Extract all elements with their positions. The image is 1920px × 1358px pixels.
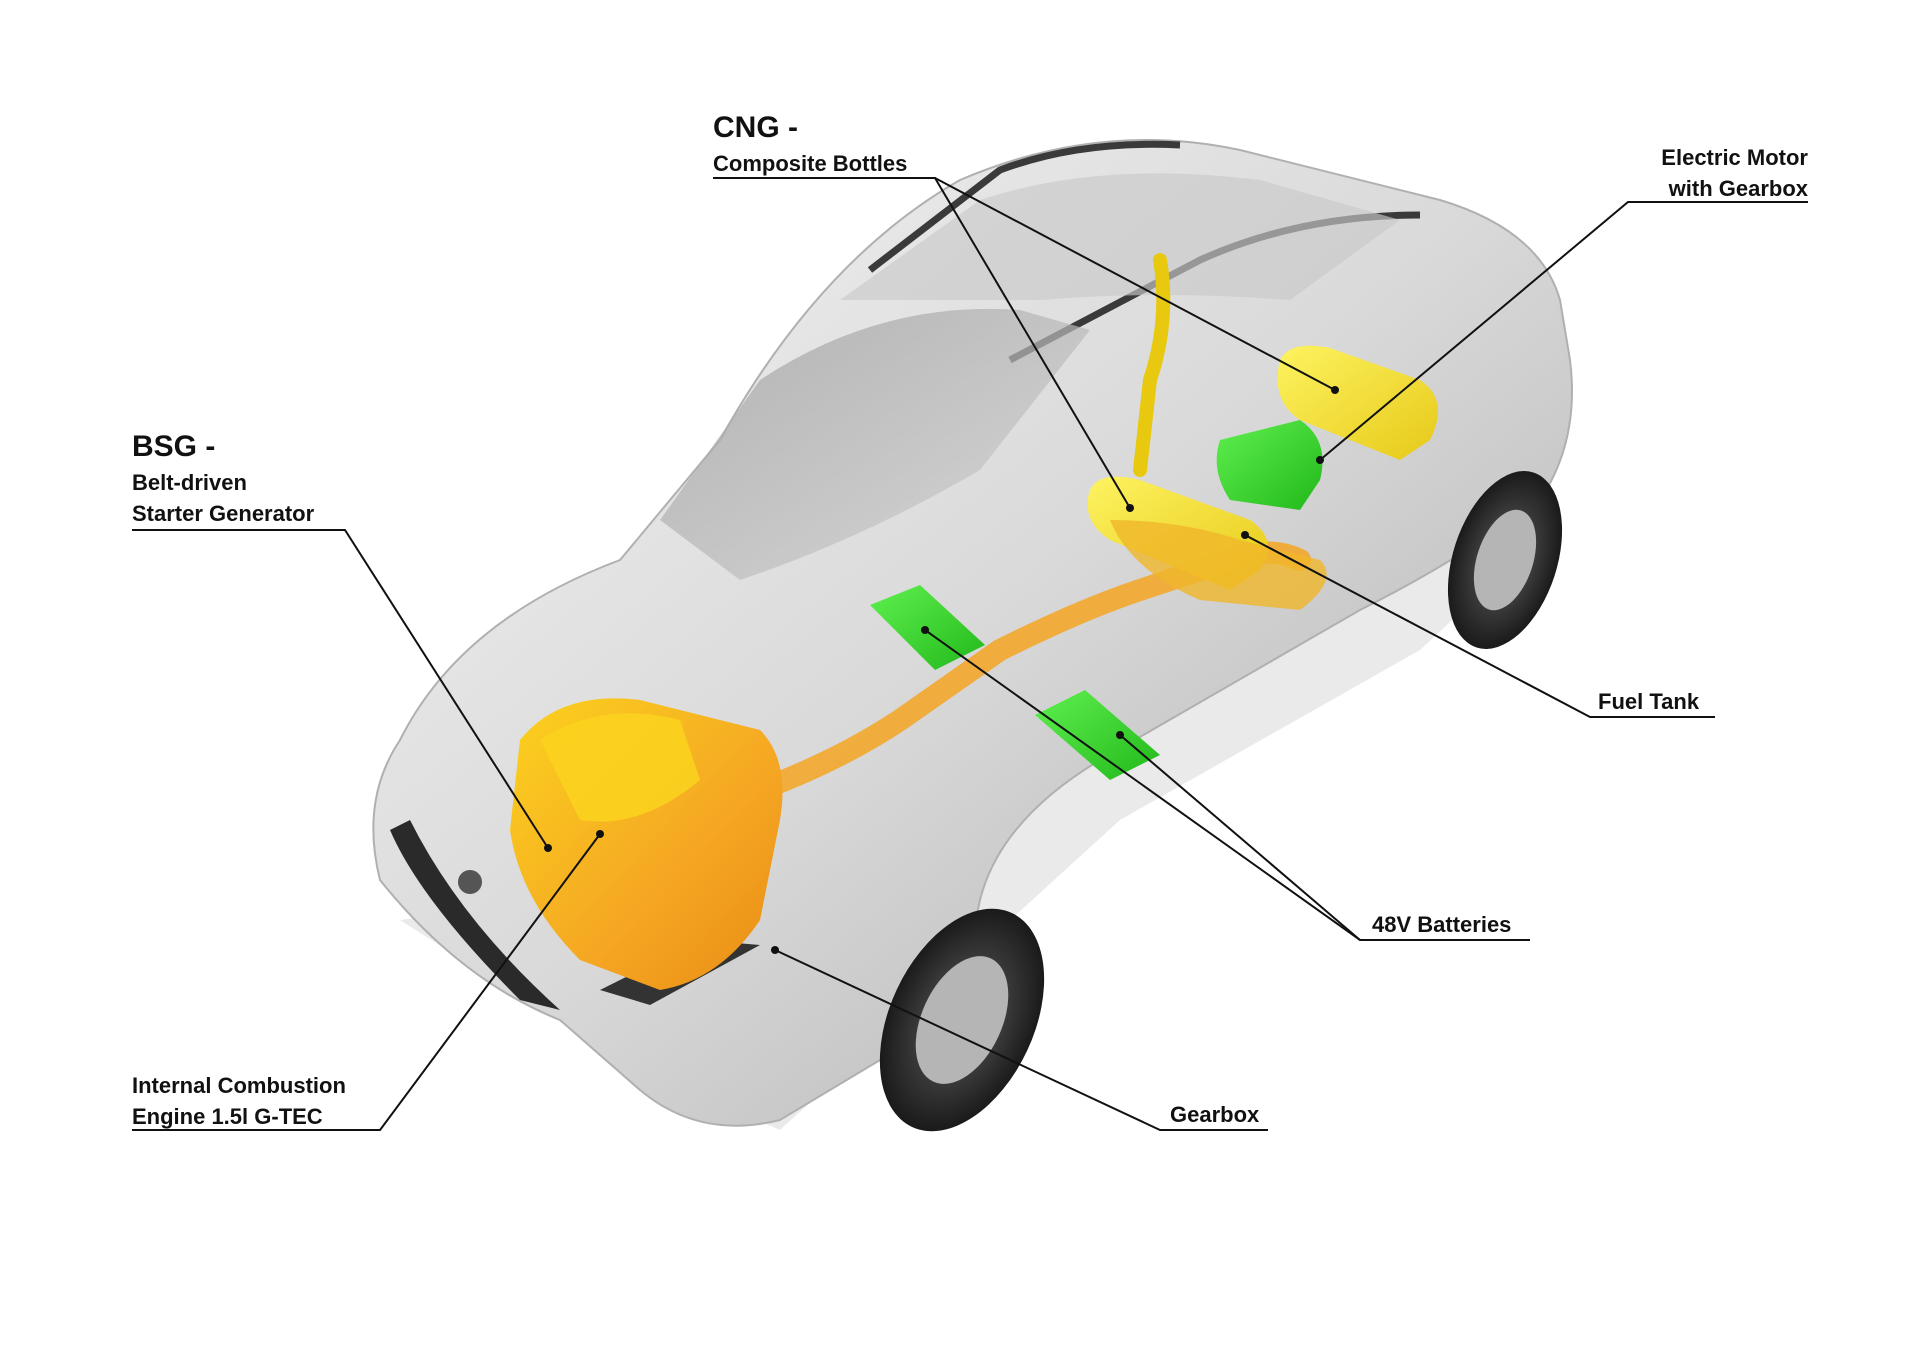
label-bsg: BSG - Belt-driven Starter Generator [132,427,314,529]
label-cng-title: CNG - [713,111,798,144]
leader-dot-cng-2 [1331,386,1339,394]
leader-batteries-2 [1119,734,1361,941]
label-electric-motor-line2: with Gearbox [1668,176,1808,201]
fuel-tank [1110,520,1327,610]
rear-right-rim [1473,509,1537,611]
label-electric-motor-line1: Electric Motor [1661,145,1808,170]
brand-badge [458,870,482,894]
label-ice-line2: Engine 1.5l G-TEC [132,1104,323,1129]
leader-cng-2 [934,177,1336,391]
label-ice-line1: Internal Combustion [132,1073,346,1098]
label-cng: CNG - Composite Bottles [713,108,907,179]
leader-dot-batt-2 [1116,731,1124,739]
label-bsg-title: BSG - [132,430,216,463]
leader-dot-ice [596,830,604,838]
label-electric-motor: Electric Motor with Gearbox [1580,142,1808,204]
label-ice: Internal Combustion Engine 1.5l G-TEC [132,1070,346,1132]
leader-dot-bsg [544,844,552,852]
battery-rear [1035,690,1160,780]
label-cng-subtitle: Composite Bottles [713,151,908,176]
leader-bsg [132,529,549,849]
leader-gearbox [774,949,1268,1131]
label-fuel-tank-text: Fuel Tank [1598,689,1700,714]
filler-neck [1133,253,1171,477]
leader-dot-gearbox [771,946,779,954]
front-right-rim [915,956,1009,1084]
leader-electric-motor [1319,201,1808,461]
leader-dot-batt-1 [921,626,929,634]
leader-dot-motor [1316,456,1324,464]
label-fuel-tank: Fuel Tank [1598,686,1699,717]
roof-glass [840,173,1400,300]
electric-motor [1216,420,1323,510]
label-gearbox: Gearbox [1170,1099,1259,1130]
label-gearbox-text: Gearbox [1170,1102,1260,1127]
label-batteries-text: 48V Batteries [1372,912,1512,937]
leader-ice [132,833,601,1131]
label-batteries: 48V Batteries [1372,909,1511,940]
cng-bottle-rear [1277,345,1438,460]
roof-rail-left [867,140,1181,273]
label-bsg-line2: Starter Generator [132,501,315,526]
label-bsg-line1: Belt-driven [132,470,247,495]
leader-fuel-tank [1244,534,1715,718]
front-grille [390,820,560,1010]
engine-cover [540,713,700,822]
windshield [660,308,1090,580]
leader-dot-tank [1241,531,1249,539]
leader-dot-cng-1 [1126,504,1134,512]
